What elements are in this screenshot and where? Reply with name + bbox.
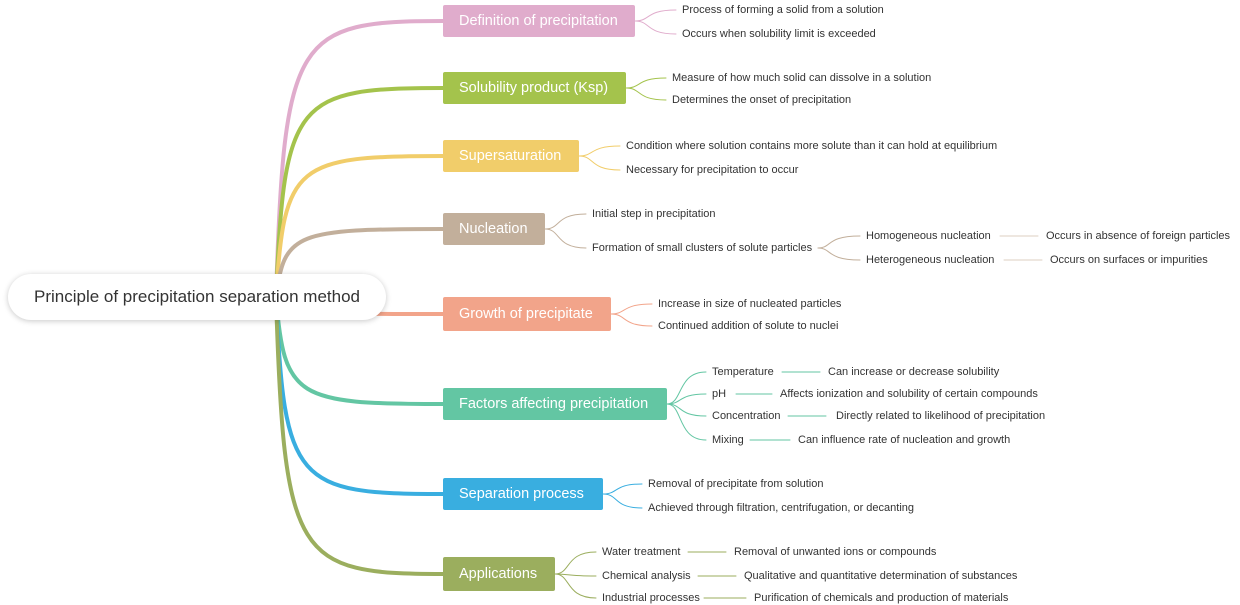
branch-definition[interactable]: Definition of precipitation (443, 5, 635, 37)
branch-separation[interactable]: Separation process (443, 478, 603, 510)
subtopic-label[interactable]: Industrial processes (602, 592, 700, 604)
detail-label[interactable]: Removal of unwanted ions or compounds (734, 546, 937, 558)
branch-supersaturation[interactable]: Supersaturation (443, 140, 579, 172)
branch-label: Nucleation (459, 221, 528, 237)
branch-nucleation[interactable]: Nucleation (443, 213, 545, 245)
subtopic-label[interactable]: Continued addition of solute to nuclei (658, 320, 839, 332)
branch-label: Supersaturation (459, 148, 562, 164)
root-topic-label: Principle of precipitation separation me… (33, 287, 361, 306)
subtopic-label[interactable]: Removal of precipitate from solution (648, 478, 824, 490)
subtopic-label[interactable]: pH (712, 388, 727, 400)
branch-applications[interactable]: Applications (443, 557, 555, 591)
subtopic-label[interactable]: Increase in size of nucleated particles (658, 298, 842, 310)
subtopic-label[interactable]: Measure of how much solid can dissolve i… (672, 72, 932, 84)
subtopic-label[interactable]: Heterogeneous nucleation (866, 254, 995, 266)
branch-label: Definition of precipitation (459, 13, 618, 29)
subtopic-label[interactable]: Occurs when solubility limit is exceeded (682, 28, 876, 40)
subtopic-label[interactable]: Concentration (712, 410, 781, 422)
subtopic-label[interactable]: Determines the onset of precipitation (672, 94, 852, 106)
subtopic-label[interactable]: Chemical analysis (602, 570, 691, 582)
detail-label[interactable]: Occurs on surfaces or impurities (1050, 254, 1208, 266)
branch-label: Separation process (459, 486, 584, 502)
subtopic-label[interactable]: Mixing (712, 434, 744, 446)
detail-label[interactable]: Purification of chemicals and production… (754, 592, 1009, 604)
subtopic-label[interactable]: Condition where solution contains more s… (626, 140, 998, 152)
detail-label[interactable]: Directly related to likelihood of precip… (836, 410, 1046, 422)
branch-label: Factors affecting precipitation (459, 396, 649, 412)
subtopic-label[interactable]: Water treatment (602, 546, 681, 558)
detail-label[interactable]: Affects ionization and solubility of cer… (780, 388, 1038, 400)
subtopic-label[interactable]: Achieved through filtration, centrifugat… (648, 502, 914, 514)
subtopic-label[interactable]: Formation of small clusters of solute pa… (592, 242, 813, 254)
subtopic-label[interactable]: Temperature (712, 366, 774, 378)
detail-label[interactable]: Can increase or decrease solubility (828, 366, 1000, 378)
subtopic-label[interactable]: Homogeneous nucleation (866, 230, 991, 242)
branch-label: Solubility product (Ksp) (459, 80, 609, 96)
detail-label[interactable]: Qualitative and quantitative determinati… (744, 570, 1018, 582)
branch-label: Growth of precipitate (459, 306, 593, 322)
subtopic-label[interactable]: Process of forming a solid from a soluti… (682, 4, 884, 16)
branch-label: Applications (459, 566, 538, 582)
branch-solubility-product[interactable]: Solubility product (Ksp) (443, 72, 626, 104)
branch-factors[interactable]: Factors affecting precipitation (443, 388, 667, 420)
root-topic[interactable]: Principle of precipitation separation me… (8, 274, 386, 320)
detail-label[interactable]: Occurs in absence of foreign particles (1046, 230, 1231, 242)
subtopic-label[interactable]: Initial step in precipitation (592, 208, 716, 220)
detail-label[interactable]: Can influence rate of nucleation and gro… (798, 434, 1011, 446)
subtopic-label[interactable]: Necessary for precipitation to occur (626, 164, 799, 176)
branch-growth[interactable]: Growth of precipitate (443, 297, 611, 331)
